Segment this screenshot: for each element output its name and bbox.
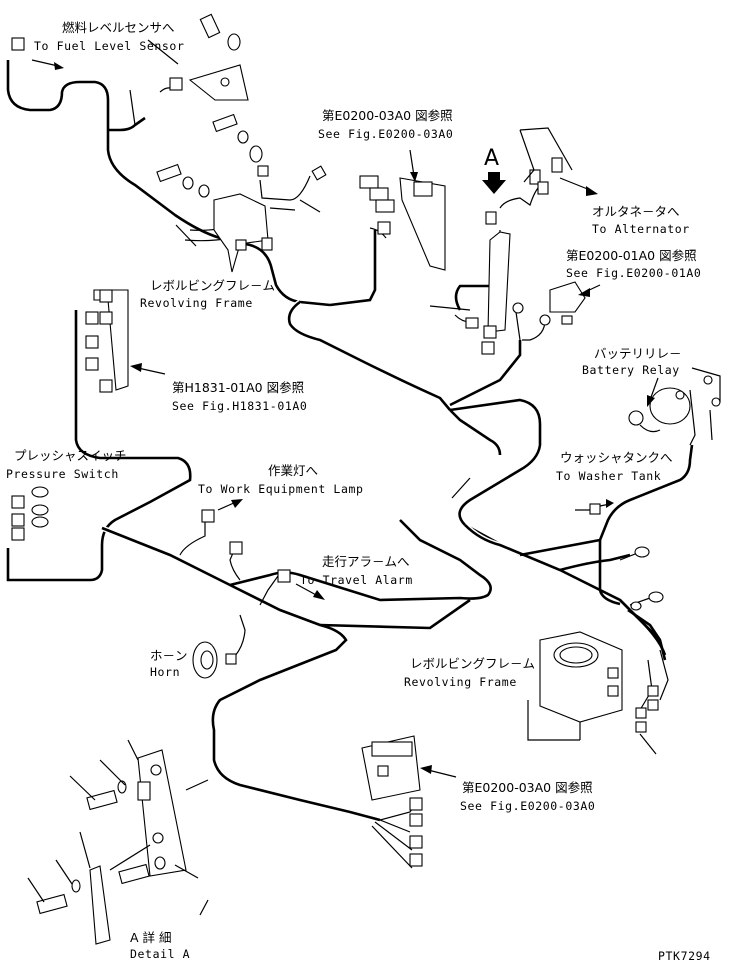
horn-label-en: Horn	[150, 665, 180, 679]
fig-e0200-03a0-top-en: See Fig.E0200-03A0	[318, 127, 453, 141]
battery-relay-jp: バッテリリレ－	[594, 346, 682, 361]
drawing-number: PTK7294	[658, 949, 711, 963]
leaders	[31, 39, 721, 778]
washer-tank-jp: ウォッシャタンクへ	[560, 450, 673, 465]
fuel-sensor-label-en: To Fuel Level Sensor	[34, 39, 184, 53]
connectors	[11, 13, 721, 867]
fig-e0200-03a0-bottom-jp: 第E0200-03A0 図参照	[462, 780, 593, 795]
pressure-switch-jp: プレッシャスイッチ	[14, 448, 127, 463]
fig-e0200-03a0-top-jp: 第E0200-03A0 図参照	[322, 108, 453, 123]
revolving-frame-top-jp: レボルビングフレ－ム	[150, 278, 275, 293]
detail-a-bracket	[27, 739, 209, 945]
fig-e0200-03a0-bottom-en: See Fig.E0200-03A0	[460, 799, 595, 813]
detail-arrow-label: A	[484, 146, 499, 171]
detail-a-jp: A 詳 細	[130, 930, 172, 945]
fuel-sensor-label-jp: 燃料レベルセンサへ	[62, 20, 175, 35]
fig-e0200-01a0-en: See Fig.E0200-01A0	[566, 266, 701, 280]
main-harness	[5, 60, 694, 823]
work-lamp-jp: 作業灯へ	[268, 463, 318, 478]
battery-relay-en: Battery Relay	[582, 363, 680, 377]
work-lamp-en: To Work Equipment Lamp	[198, 482, 364, 496]
alternator-label-jp: オルタネ－タへ	[592, 204, 680, 219]
pressure-switch-en: Pressure Switch	[6, 467, 119, 481]
fig-h1831-en: See Fig.H1831-01A0	[172, 399, 307, 413]
detail-a-en: Detail A	[130, 947, 190, 961]
washer-tank-en: To Washer Tank	[556, 469, 661, 483]
fig-e0200-01a0-jp: 第E0200-01A0 図参照	[566, 248, 697, 263]
fig-h1831-jp: 第H1831-01A0 図参照	[172, 380, 304, 395]
revolving-frame-top-en: Revolving Frame	[140, 296, 253, 310]
travel-alarm-en: To Travel Alarm	[300, 573, 413, 587]
revolving-frame-bottom-en: Revolving Frame	[404, 675, 517, 689]
travel-alarm-jp: 走行アラ－ムへ	[322, 554, 410, 569]
alternator-label-en: To Alternator	[592, 222, 690, 236]
annotations: 燃料レベルセンサへ To Fuel Level Sensor 第E0200-03…	[6, 20, 711, 963]
revolving-frame-bottom-jp: レボルビングフレ－ム	[410, 656, 535, 671]
horn-label-jp: ホ－ン	[150, 648, 188, 663]
